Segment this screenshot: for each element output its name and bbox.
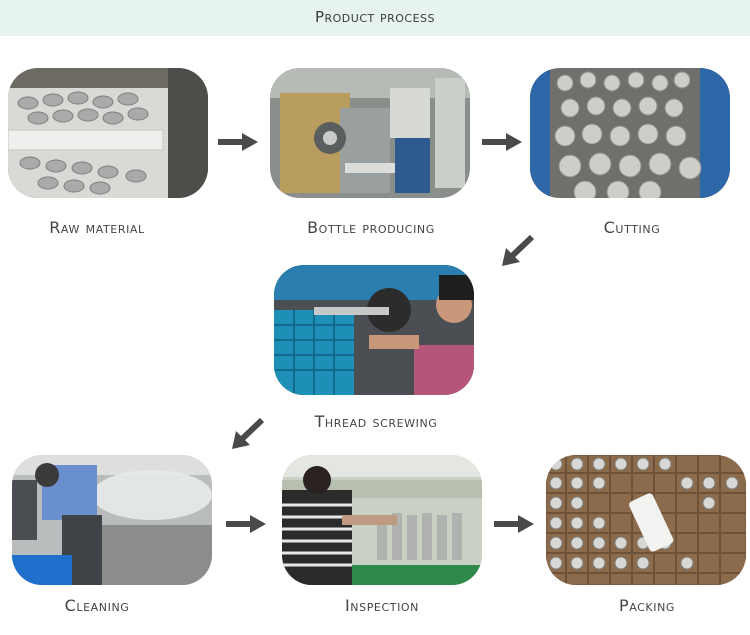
step-label-bottle-producing: Bottle producing	[307, 218, 435, 237]
step-bottle-producing-photo	[270, 68, 470, 198]
step-label-cleaning: Cleaning	[64, 596, 130, 615]
arrow-right-icon	[226, 515, 266, 533]
page-title: Product process	[314, 8, 436, 26]
step-label-thread-screwing: Thread screwing	[314, 412, 438, 431]
step-label-raw-material: Raw material	[49, 218, 145, 237]
arrow-down-left-icon	[502, 234, 535, 266]
inspection-image	[282, 455, 482, 585]
step-label-inspection: Inspection	[344, 596, 420, 615]
step-packing-photo	[546, 455, 746, 585]
cleaning-image	[12, 455, 212, 585]
step-label-cutting: Cutting	[603, 218, 661, 237]
step-inspection-photo	[282, 455, 482, 585]
packing-image	[546, 455, 746, 585]
arrow-right-icon	[494, 515, 534, 533]
arrow-right-icon	[218, 133, 258, 151]
arrow-down-left-icon	[232, 417, 265, 449]
step-thread-screwing-photo	[274, 265, 474, 395]
step-raw-material-photo	[8, 68, 208, 198]
step-cutting-photo	[530, 68, 730, 198]
raw-material-image	[8, 68, 208, 198]
arrow-right-icon	[482, 133, 522, 151]
thread-screwing-image	[274, 265, 474, 395]
bottle-producing-image	[270, 68, 470, 198]
cutting-image	[530, 68, 730, 198]
step-cleaning-photo	[12, 455, 212, 585]
step-label-packing: Packing	[618, 596, 676, 615]
header-bar: Product process	[0, 0, 750, 36]
